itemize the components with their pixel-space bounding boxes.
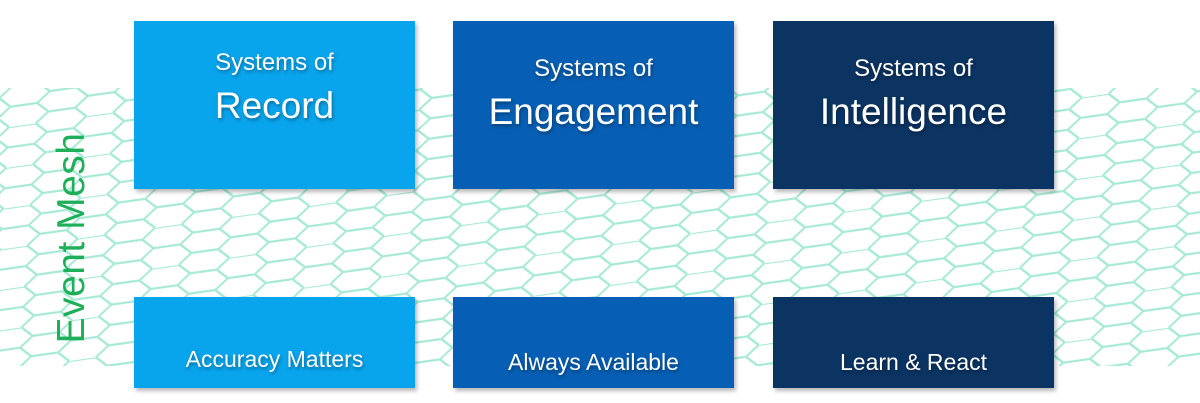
intelligence-title: Intelligence xyxy=(819,91,1008,132)
engagement-title: Engagement xyxy=(488,91,699,132)
record-trait: Accuracy Matters xyxy=(185,346,364,372)
learn-and-react-box: Learn & React xyxy=(773,297,1054,388)
engagement-trait: Always Available xyxy=(508,349,679,375)
always-available-box: Always Available xyxy=(453,297,734,388)
record-prefix: Systems of xyxy=(215,49,334,76)
systems-of-intelligence-box: Systems of Intelligence xyxy=(773,21,1054,189)
engagement-prefix: Systems of xyxy=(534,55,653,82)
intelligence-trait: Learn & React xyxy=(839,349,988,375)
systems-of-record-box: Systems of Record xyxy=(134,21,415,189)
record-title: Record xyxy=(214,85,335,126)
accuracy-matters-box: Accuracy Matters xyxy=(134,297,415,388)
intelligence-prefix: Systems of xyxy=(854,55,973,82)
systems-of-engagement-box: Systems of Engagement xyxy=(453,21,734,189)
event-mesh-label: Event Mesh xyxy=(50,132,93,344)
